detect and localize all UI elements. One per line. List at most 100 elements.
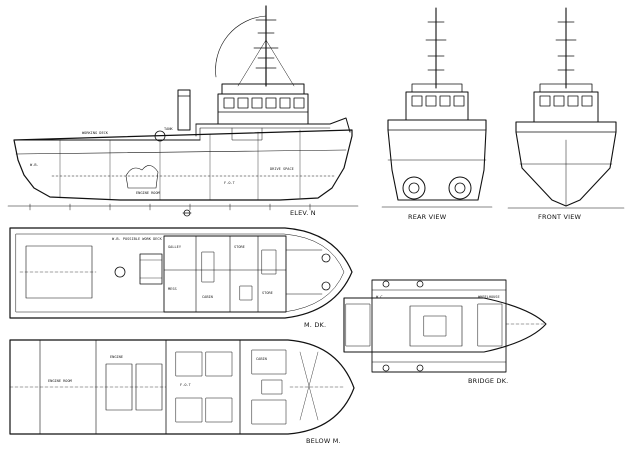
anchor-windlass-port <box>321 253 331 263</box>
anchor-windlass-stbd <box>321 281 331 291</box>
bridge-deck-plan <box>343 279 547 373</box>
main-deck-title: M. DK. <box>304 321 327 329</box>
front-window-2 <box>553 95 565 107</box>
tank-4 <box>205 397 233 423</box>
wheelhouse-front-console <box>477 303 503 347</box>
callout-deck-2: GALLEY <box>168 245 181 249</box>
rear-propeller-stbd-hub <box>454 182 466 194</box>
rear-propeller-port <box>402 176 426 200</box>
front-wheelhouse <box>533 91 599 123</box>
forecastle-rail <box>195 117 351 133</box>
deckhouse-side <box>199 127 331 141</box>
bridge-life-ring-1 <box>382 280 390 288</box>
callout-below-3: ENGINE ROOM <box>48 379 72 383</box>
main-engine-stbd <box>135 363 163 411</box>
radar-sweep-arc <box>215 15 267 78</box>
below-deck-plan <box>9 339 355 435</box>
towing-hook <box>114 266 126 278</box>
wheelhouse-window-2 <box>237 97 249 109</box>
callout-elev-2: TANK <box>164 127 173 131</box>
main-engine-port <box>105 363 133 411</box>
callout-below-2: F.O.T <box>180 383 191 387</box>
callout-elev-3: ENGINE ROOM <box>136 191 160 195</box>
callout-elev-5: F.O.T <box>224 181 235 185</box>
callout-elev-1: WORKING DECK <box>82 131 108 135</box>
wheelhouse <box>217 93 309 125</box>
callout-bridge-2: W.C. <box>376 295 385 299</box>
bridge-house <box>371 279 507 373</box>
main-deck-outline <box>9 227 353 319</box>
callout-deck-6: CABIN <box>202 295 213 299</box>
aft-control-station <box>345 303 371 347</box>
profile-elevation-view <box>7 5 359 217</box>
cabin-1 <box>251 349 287 375</box>
wheelhouse-window-3 <box>251 97 263 109</box>
below-deck-outline <box>9 339 355 435</box>
main-deck-bulwark <box>15 233 345 313</box>
deckhouse-plan <box>163 235 287 313</box>
bridge-life-ring-3 <box>382 364 390 372</box>
front-view-title: FRONT VIEW <box>538 213 582 221</box>
bridge-deck-title: BRIDGE DK. <box>468 377 509 385</box>
callout-below-1: ENGINE <box>110 355 123 359</box>
main-engine <box>125 165 159 189</box>
callout-deck-4: STORE <box>234 245 245 249</box>
callout-elev-6: DRIVE SPACE <box>270 167 294 171</box>
toilet <box>239 285 253 301</box>
towing-winch <box>154 130 166 142</box>
rear-propeller-stbd <box>448 176 472 200</box>
callout-bridge-1: WHEELHOUSE <box>478 295 500 299</box>
bow-tank-diagonal-2 <box>299 351 319 421</box>
below-stair <box>261 379 283 395</box>
rear-wheelhouse-roof <box>411 83 463 93</box>
wheelhouse-window-6 <box>293 97 305 109</box>
tank-3 <box>175 397 203 423</box>
callout-elev-4: W.B. <box>30 163 39 167</box>
tank-2 <box>205 351 233 377</box>
bridge-stairwell <box>423 315 447 337</box>
bridge-console <box>409 305 463 347</box>
rear-window-2 <box>425 95 437 107</box>
wheelhouse-window-1 <box>223 97 235 109</box>
front-window-4 <box>581 95 593 107</box>
rear-hull <box>387 119 487 201</box>
wheelhouse-window-5 <box>279 97 291 109</box>
cabin-2 <box>251 399 287 425</box>
callout-below-4: CABIN <box>256 357 267 361</box>
bridge-life-ring-2 <box>416 280 424 288</box>
main-deck-plan <box>9 227 353 319</box>
rear-window-1 <box>411 95 423 107</box>
mast-stay-aft <box>237 39 267 87</box>
stair-2 <box>261 249 277 275</box>
cargo-hatch <box>25 245 93 299</box>
stair-1 <box>201 251 215 283</box>
baseline-ticks <box>29 203 311 211</box>
callout-deck-3: MESS <box>168 287 177 291</box>
mast-stay-fwd <box>265 39 295 87</box>
front-hull <box>515 121 617 207</box>
hull-outline <box>13 129 353 201</box>
deckhouse-door <box>231 127 263 141</box>
rear-view <box>381 7 493 208</box>
front-view <box>507 7 625 209</box>
bridge-deck-outline <box>343 297 547 353</box>
rear-window-4 <box>453 95 465 107</box>
hull-waterline <box>15 149 347 155</box>
below-deck-title: BELOW M. <box>306 437 341 445</box>
front-window-1 <box>539 95 551 107</box>
elevation-title: ELEV. N <box>290 209 316 217</box>
callout-deck-5: STORE <box>262 291 273 295</box>
callout-deck-1: W.B. POSSIBLE WORK DECK <box>112 237 162 241</box>
wheelhouse-roof <box>221 83 305 95</box>
front-window-3 <box>567 95 579 107</box>
wheelhouse-window-4 <box>265 97 277 109</box>
rear-propeller-port-hub <box>408 182 420 194</box>
exhaust-stack <box>177 89 191 131</box>
tank-1 <box>175 351 203 377</box>
bridge-life-ring-4 <box>416 364 424 372</box>
rear-window-3 <box>439 95 451 107</box>
rear-view-title: REAR VIEW <box>408 213 447 221</box>
towing-winch-plan <box>139 253 163 285</box>
